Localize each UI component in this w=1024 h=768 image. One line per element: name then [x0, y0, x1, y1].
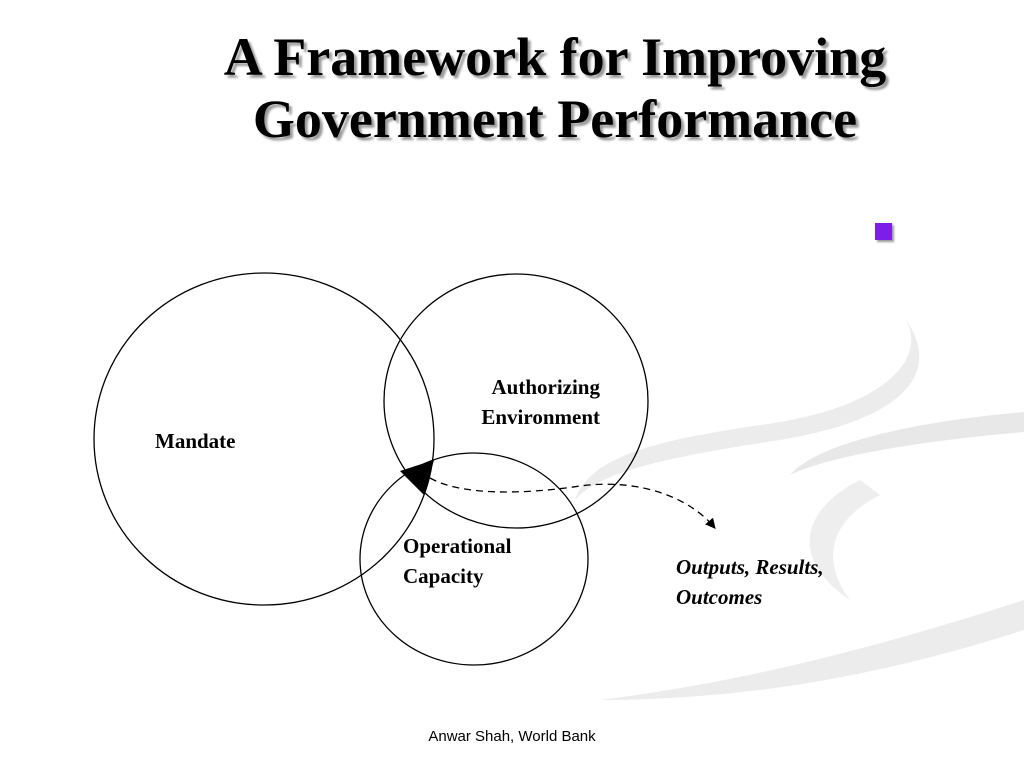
operational-capacity-circle — [359, 452, 589, 666]
operational-label-line-1: Operational — [403, 534, 512, 558]
authorizing-environment-circle — [383, 273, 649, 529]
outcomes-label-line-2: Outcomes — [676, 585, 763, 609]
bullet-square — [875, 223, 892, 240]
intersection-arrowhead — [400, 460, 434, 495]
swoosh-band-2 — [790, 412, 1024, 475]
operational-label-line-2: Capacity — [403, 564, 484, 588]
authorizing-label-line-1: Authorizing — [491, 375, 600, 399]
swoosh-band-3 — [600, 600, 1024, 700]
swoosh-band-4 — [809, 480, 880, 600]
operational-capacity-label: Operational Capacity — [403, 531, 512, 591]
outcomes-label-line-1: Outputs, Results, — [676, 555, 824, 579]
dashed-arrow-to-outcomes — [429, 477, 716, 530]
mandate-label: Mandate — [155, 429, 236, 453]
title-line-2: Government Performance — [252, 89, 858, 149]
slide-title: A Framework for Improving Government Per… — [100, 26, 1010, 150]
swoosh-band-1 — [575, 318, 920, 500]
title-line-1: A Framework for Improving — [223, 27, 887, 87]
mandate-circle — [93, 272, 435, 606]
authorizing-label-line-2: Environment — [481, 405, 600, 429]
outcomes-label: Outputs, Results, Outcomes — [676, 552, 824, 612]
authorizing-environment-label: Authorizing Environment — [440, 372, 600, 432]
footer-credit: Anwar Shah, World Bank — [428, 728, 596, 745]
